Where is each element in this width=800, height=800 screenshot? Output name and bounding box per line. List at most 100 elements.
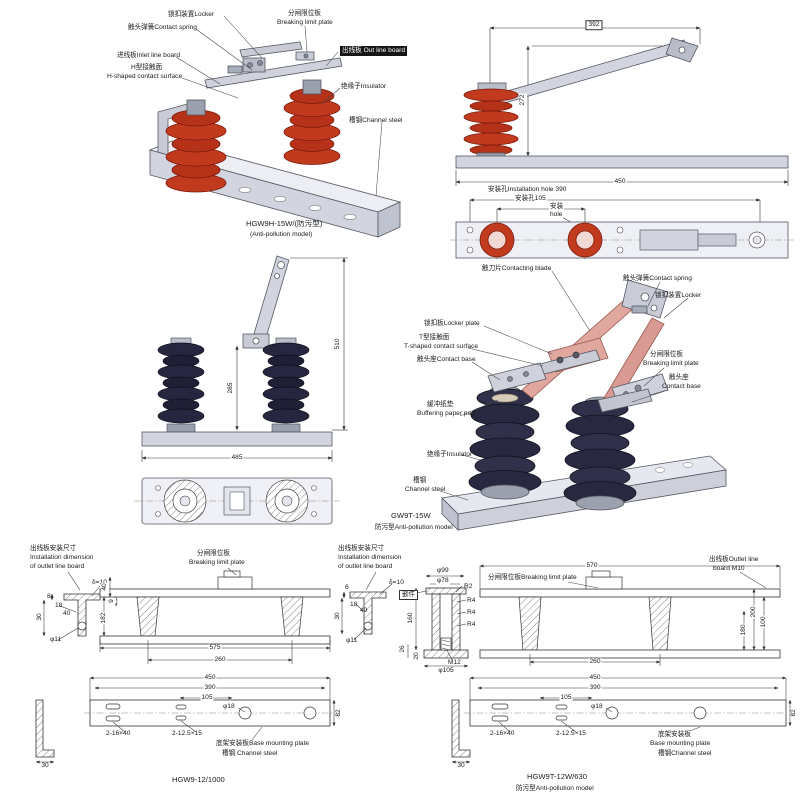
label-buffer-cn: 缓冲纸垫 (427, 401, 454, 408)
label-inst-dim2-3: of outlet line board (338, 563, 393, 570)
hgw9t-channel-profile (451, 699, 471, 764)
label-t-contact-en: T-shaped contact surface (404, 343, 479, 350)
dark-insulator-right-iso (563, 396, 637, 511)
model-name-hgw9-12: HGW9-12/1000 (172, 775, 225, 784)
label-breaking-limit3-en: Breaking limit plate (189, 559, 245, 566)
hgw9-base-plate-view (84, 676, 336, 741)
gw9t-iso-view (439, 270, 727, 531)
dim-485: 485 (230, 454, 244, 462)
dim-30-a: 30 (36, 613, 44, 621)
model-name-hgw9h: HGW9H-15W/(防污型) (246, 219, 323, 228)
lower-plan-view (134, 477, 340, 525)
hgw9-front-view (99, 567, 331, 664)
dim-40-b: 40 (101, 582, 109, 592)
dim-160: 160 (407, 611, 415, 625)
dim-30-base-b: 30 (457, 762, 465, 770)
red-insulator-right (283, 79, 341, 165)
label-base-plate-a: 底架安装板Base mounting plate (216, 740, 310, 747)
s1-leader-lines (175, 15, 383, 197)
label-delta-10-b: δ=10 (389, 579, 404, 586)
dim-30-base-a: 30 (41, 762, 49, 770)
dim-82-a: 82 (335, 708, 343, 718)
dim-phi11-b: φ11 (346, 637, 358, 644)
dim-phi99: φ99 (436, 567, 450, 575)
dim-272: 272 (519, 93, 527, 107)
label-inst-dim-2: Installation dimension (30, 554, 94, 561)
base-plate-side (455, 155, 789, 169)
dim-450: 450 (613, 178, 627, 186)
dim-26: 26 (399, 644, 407, 654)
label-inst-dim2-1: 出线板安装尺寸 (338, 545, 385, 552)
label-insulator-2: 绝缘子Insulator (427, 451, 473, 458)
dim-18-a: 18 (55, 602, 63, 609)
label-slot1-b: 2-16×40 (490, 730, 515, 737)
label-slot2-b: 2-12.5×15 (556, 730, 586, 737)
hgw9t-dimension-views (340, 564, 792, 764)
label-h-contact-cn: H型接触面 (131, 64, 163, 71)
model-name-hgw9t-12w-sub: 防污型Anti-pollution model (516, 785, 594, 792)
dim-r4a: R4 (467, 597, 476, 604)
dim-phi105: φ105 (437, 667, 455, 675)
label-buffer-en: Buffering paper pad (417, 410, 475, 417)
dim-450-b: 450 (588, 674, 602, 682)
label-slot1-a: 2-16×40 (106, 730, 131, 737)
label-inlet-line-board: 进线板Inlet line board (117, 52, 181, 59)
dark-insulator-left-front (157, 337, 205, 433)
dim-82-b: 82 (790, 708, 798, 718)
label-base-plate-cn: 底架安装板 (658, 731, 691, 738)
hgw9h-side-plan-views (450, 26, 794, 260)
label-hole-en: hole (549, 211, 564, 219)
label-hole-cn: 安装 (549, 203, 565, 211)
dim-182: 182 (100, 611, 108, 625)
model-name-gw9t: GW9T-15W (391, 511, 431, 520)
dark-insulator-right-front (262, 337, 310, 433)
dim-390-a: 390 (203, 684, 217, 692)
dim-200: 200 (750, 605, 758, 619)
label-locker: 锁扣装置Locker (168, 11, 215, 18)
dim-40-c: 40 (360, 607, 368, 614)
dim-40-a: 40 (63, 610, 71, 617)
label-contact-base2-cn: 触头座 (669, 374, 689, 381)
dim-450-a: 450 (203, 674, 217, 682)
dim-260-b: 260 (588, 658, 602, 666)
dim-18-b: 18 (350, 601, 358, 608)
plan-view (450, 220, 794, 260)
hgw9t-front-view (479, 564, 781, 732)
label-breaking-limit2-cn: 分闸限位板 (650, 351, 683, 358)
dim-260-a: 260 (213, 656, 227, 664)
dim-phi18-b: φ18 (590, 703, 604, 711)
dim-390-b: 390 (588, 684, 602, 692)
red-insulator-left (165, 99, 227, 193)
s4-leader-lines (439, 270, 689, 501)
label-outlet-1: 出线板Outlet line (709, 556, 759, 563)
label-contact-spring-2: 触头弹簧Contact spring (623, 275, 692, 282)
gw9t-front-plan-views (134, 255, 348, 525)
dim-r4b: R4 (467, 609, 476, 616)
dim-100: 100 (760, 615, 768, 629)
label-hole-105: 安装孔105 (514, 195, 547, 203)
hgw9-12-dimension-views (35, 567, 336, 764)
dim-180: 180 (740, 623, 748, 637)
contact-base-left (487, 362, 547, 393)
label-contact-base-1: 触头座Contact base (417, 356, 476, 363)
model-name-hgw9h-en: (Anti-pollution model) (250, 231, 313, 238)
dim-phi11-a: φ11 (50, 636, 62, 643)
label-breaking-limit3-cn: 分闸限位板 (197, 550, 230, 557)
label-slot2-a: 2-12.5×15 (172, 730, 202, 737)
label-contact-base2-en: Contact base (662, 383, 701, 390)
label-inst-dim-1: 出线板安装尺寸 (30, 545, 77, 552)
dim-6: 6 (345, 584, 349, 591)
label-breaking-limit-cn: 分闸限位板 (288, 10, 321, 17)
dim-105-a: 105 (200, 694, 214, 702)
label-delta-10: δ=10 (92, 579, 107, 586)
dim-570: 570 (585, 562, 599, 570)
dim-575: 575 (208, 644, 222, 652)
label-locker-plate: 锁扣板Locker plate (424, 320, 480, 327)
hgw9-channel-profile (35, 699, 55, 764)
label-out-line-board: 出线板 Out line board (340, 46, 408, 56)
base-channel-front (141, 431, 333, 447)
label-channel-cn: 槽钢 (413, 477, 427, 484)
dim-phi18-a: φ18 (222, 703, 236, 711)
